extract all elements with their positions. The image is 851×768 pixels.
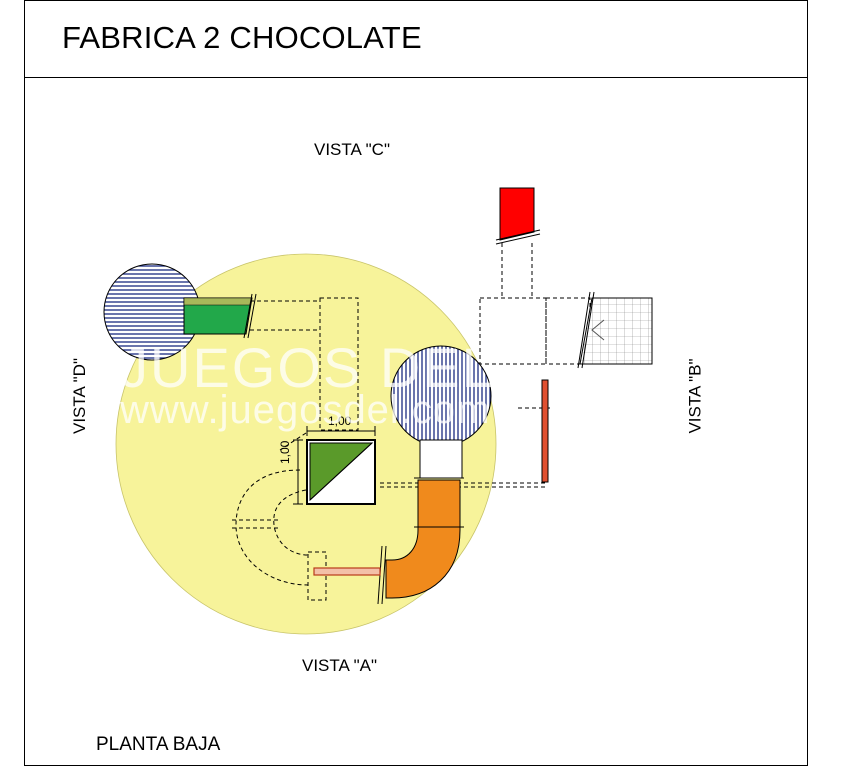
dimension-height: 1,00 [278, 440, 292, 464]
ramp-green-top [183, 297, 253, 306]
slide-orange [385, 479, 461, 599]
dimension-lines [293, 426, 376, 505]
view-d-label: VISTA "D" [70, 358, 89, 434]
climbing-panel [579, 297, 653, 365]
view-a-label: VISTA "A" [302, 656, 378, 675]
title-bar [24, 0, 808, 78]
dashed-outlines [232, 243, 591, 601]
view-b-label: VISTA "B" [685, 358, 705, 434]
dimension-width: 1,00 [328, 414, 352, 428]
roof-flag [499, 187, 535, 241]
footer-label: PLANTA BAJA [96, 734, 221, 755]
view-c-label: VISTA "C" [314, 140, 390, 159]
watermark-line2: www.juegosdel.com [120, 388, 491, 432]
watermark-line1: JUEGOS DEL [120, 336, 495, 399]
drawing-frame [24, 0, 808, 766]
ladder-bar [313, 567, 381, 576]
page-title: FABRICA 2 CHOCOLATE [62, 20, 422, 55]
red-pole [541, 379, 549, 483]
